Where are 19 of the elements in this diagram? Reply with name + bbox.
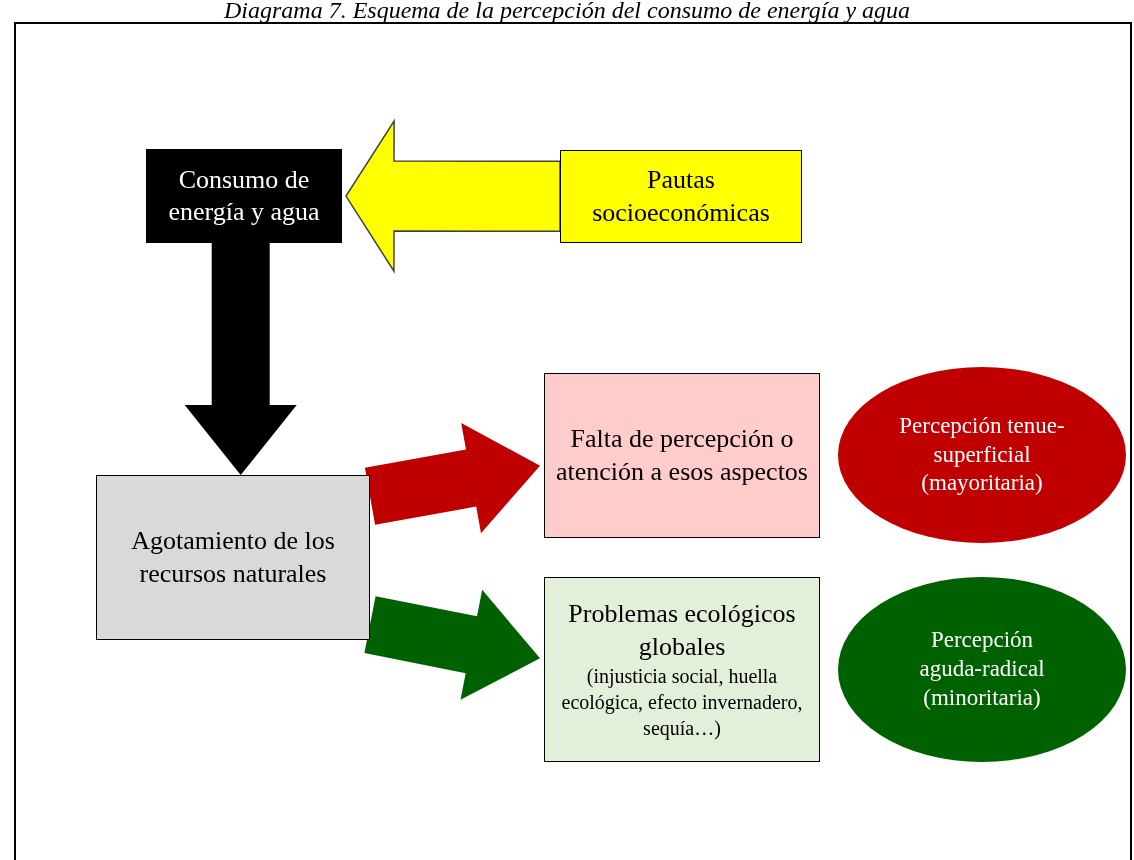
block-arrow	[364, 589, 540, 700]
node-text: Consumo de energía y agua	[167, 163, 321, 228]
ellipse-node	[838, 577, 1126, 762]
node-text: Problemas ecológicos globales	[567, 598, 797, 663]
process-box	[96, 475, 370, 640]
node-text: Percepción tenue-superficial (mayoritaria)	[898, 411, 1066, 498]
block-arrow	[184, 243, 297, 475]
node-text: Pautas socioeconómicas	[591, 164, 771, 229]
process-box	[146, 149, 342, 243]
process-box	[560, 150, 802, 243]
node-text: Falta de percepción o atención a esos aspectos	[555, 423, 809, 488]
node-text: Agotamiento de los recursos naturales	[130, 525, 336, 590]
process-box	[544, 373, 820, 538]
ellipse-node	[838, 367, 1126, 543]
node-text: Percepción aguda-radical (minoritaria)	[918, 626, 1046, 712]
process-box	[544, 577, 820, 762]
block-arrow	[364, 423, 540, 534]
block-arrow	[345, 118, 561, 274]
node-subtext: (injusticia social, huella ecológica, efecto invernadero, sequía…)	[560, 664, 804, 741]
